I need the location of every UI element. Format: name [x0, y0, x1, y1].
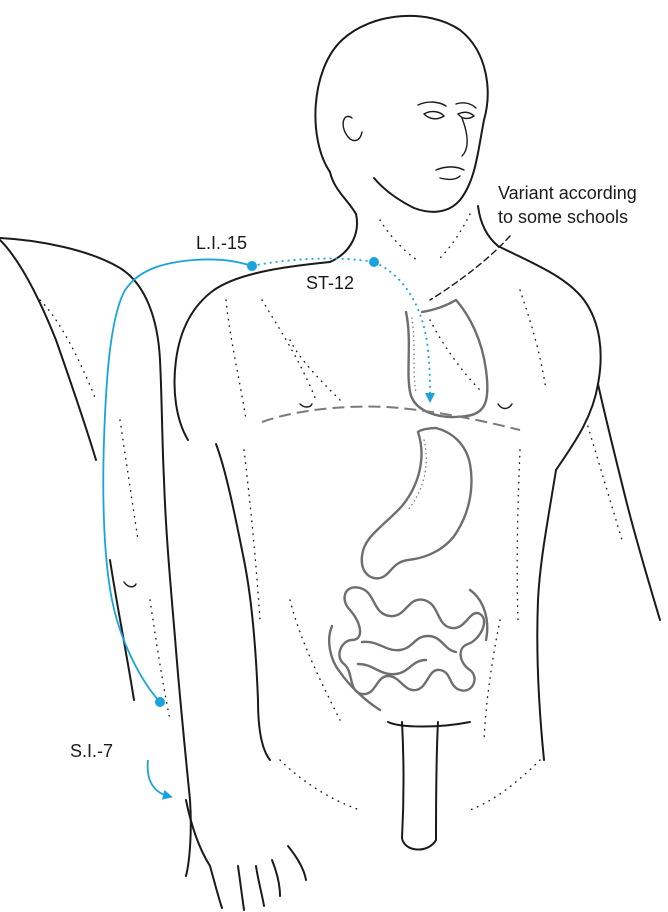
left-arm [0, 238, 191, 876]
torso [175, 246, 601, 760]
intestines [329, 587, 487, 710]
variant-descending-line [374, 262, 430, 398]
shoulder-to-st12-line [252, 259, 374, 266]
label-st12: ST-12 [306, 272, 354, 294]
label-li15: L.I.-15 [196, 232, 247, 254]
label-variant-line1: Variant according [498, 182, 637, 204]
neck [330, 206, 498, 262]
acupoint-li15 [247, 261, 257, 271]
pelvis [280, 722, 540, 850]
label-variant-line2: to some schools [498, 206, 628, 228]
shoulder-channel-line [194, 259, 252, 266]
head [315, 16, 487, 214]
label-si7: S.I.-7 [70, 740, 113, 762]
hand [186, 800, 306, 910]
stomach [362, 428, 472, 578]
heart [406, 300, 487, 417]
acupoint-si7 [155, 697, 165, 707]
right-arm [586, 384, 660, 620]
si7-curve-arrow [148, 760, 168, 796]
arm-channel-line [103, 260, 194, 702]
acupoint-st12 [369, 257, 379, 267]
